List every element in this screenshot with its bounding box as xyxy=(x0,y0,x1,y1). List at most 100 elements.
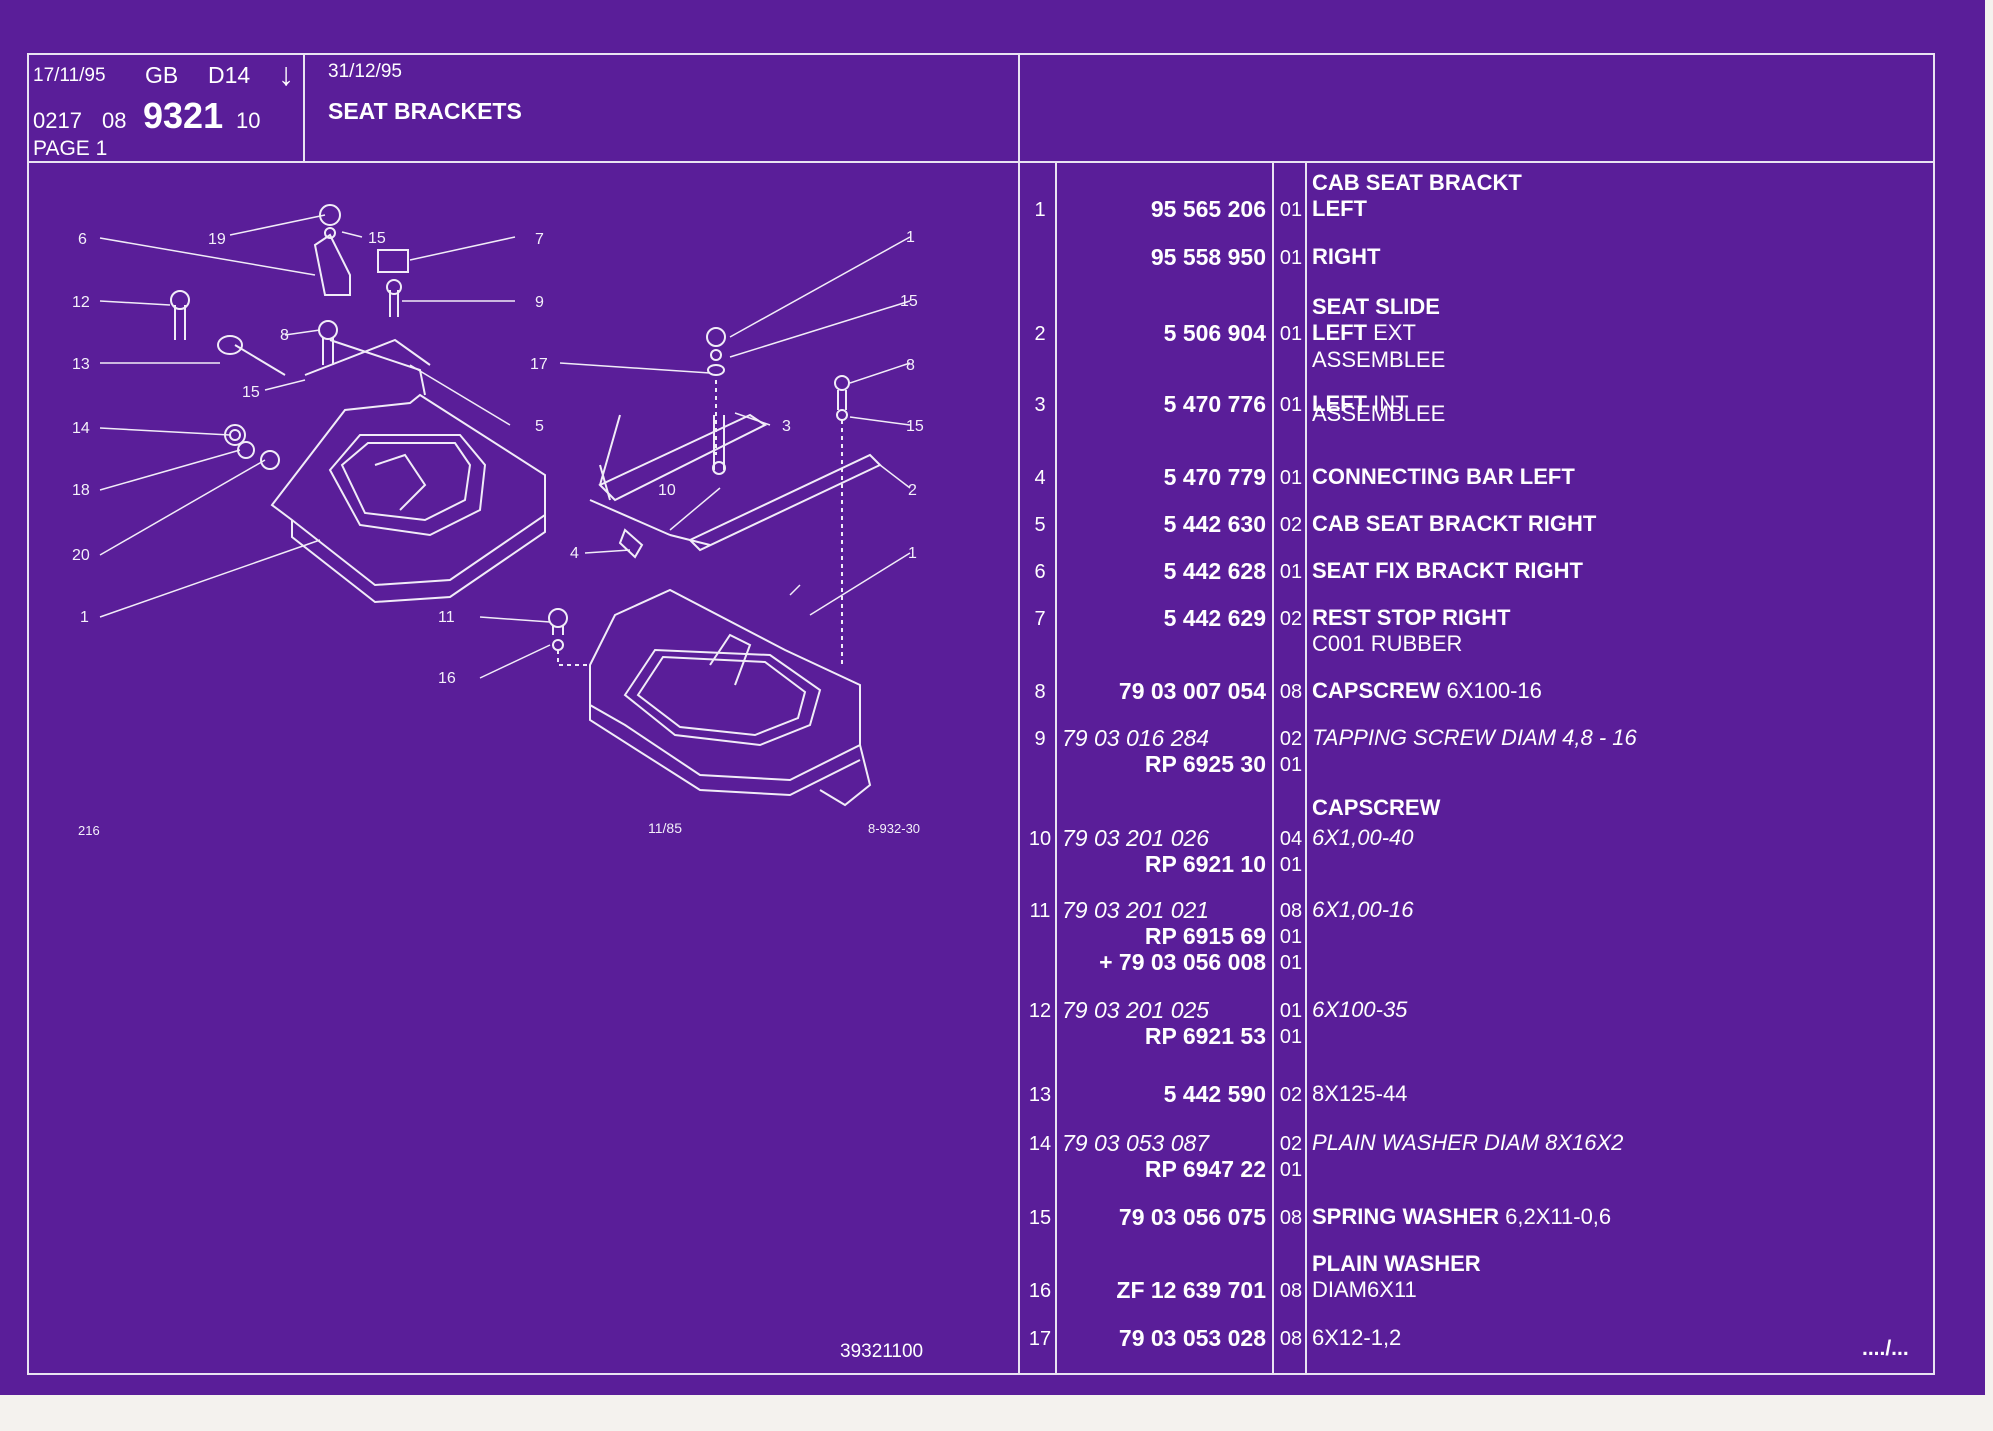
part-description: 6X1,00-40 xyxy=(1312,827,1414,849)
description-segment: INT xyxy=(1367,391,1409,416)
list-col-divider-pn xyxy=(1272,161,1274,1373)
diagram-label: 5 xyxy=(535,418,544,435)
item-number: 10 xyxy=(1028,828,1052,850)
part-description: 6X100-35 xyxy=(1312,999,1407,1021)
part-description: SPRING WASHER 6,2X11-0,6 xyxy=(1312,1206,1611,1228)
part-number: + 79 03 056 008 xyxy=(1099,949,1266,975)
diagram-label: 20 xyxy=(72,547,90,564)
description-segment: 6X100-16 xyxy=(1440,678,1542,703)
part-description: PLAIN WASHER DIAM 8X16X2 xyxy=(1312,1132,1623,1154)
part-number: 79 03 201 026 xyxy=(1062,825,1210,851)
quantity: 01 xyxy=(1279,754,1303,776)
quantity: 01 xyxy=(1279,1000,1303,1022)
part-description: ASSEMBLEE xyxy=(1312,349,1445,371)
diagram-label: 8 xyxy=(906,357,915,374)
description-segment: CONNECTING BAR LEFT xyxy=(1312,464,1575,489)
footer-ref: 39321100 xyxy=(840,1341,924,1362)
quantity: 02 xyxy=(1279,1084,1303,1106)
diagram-label: 9 xyxy=(535,294,544,311)
part-description: 8X125-44 xyxy=(1312,1083,1407,1105)
quantity: 01 xyxy=(1279,561,1303,583)
description-segment: EXT xyxy=(1367,320,1416,345)
part-description: 6X1,00-16 xyxy=(1312,899,1414,921)
item-number: 1 xyxy=(1034,199,1046,221)
description-segment: 6X1,00-16 xyxy=(1312,897,1414,922)
description-segment: CAPSCREW xyxy=(1312,678,1441,703)
description-segment: CAB SEAT BRACKT RIGHT xyxy=(1312,511,1597,536)
description-segment: LEFT xyxy=(1312,320,1367,345)
part-number: RP 6925 30 xyxy=(1144,751,1266,777)
description-segment: LEFT xyxy=(1312,196,1367,221)
part-description: LEFT INT xyxy=(1312,393,1409,415)
item-number: 14 xyxy=(1028,1133,1052,1155)
header-lang: GB xyxy=(145,62,179,88)
description-segment: ASSEMBLEE xyxy=(1312,347,1446,372)
part-number: 5 442 590 xyxy=(1163,1081,1266,1107)
header-ref-b: 08 xyxy=(102,108,127,133)
diagram-label: 11 xyxy=(438,609,455,626)
header-ref-a: 0217 xyxy=(33,108,82,133)
description-segment: LEFT xyxy=(1312,391,1367,416)
header-ref-main: 9321 xyxy=(143,95,224,136)
parts-sheet: 17/11/95 GB D14 ↓ 0217 08 9321 10 PAGE 1… xyxy=(0,0,1985,1395)
header-date2: 31/12/95 xyxy=(328,61,402,82)
part-number: 5 442 629 xyxy=(1163,605,1266,631)
diagram-label: 15 xyxy=(906,418,924,435)
item-number: 2 xyxy=(1034,323,1046,345)
quantity: 01 xyxy=(1279,1159,1303,1181)
quantity: 01 xyxy=(1279,952,1303,974)
part-number: 79 03 053 028 xyxy=(1118,1325,1266,1351)
part-number: 79 03 016 284 xyxy=(1062,725,1210,751)
part-number: ZF 12 639 701 xyxy=(1116,1277,1266,1303)
item-number: 9 xyxy=(1034,728,1046,750)
part-description: REST STOP RIGHT xyxy=(1312,607,1510,629)
quantity: 04 xyxy=(1279,828,1303,850)
outer-frame xyxy=(27,53,1935,1375)
diagram-label: 15 xyxy=(242,384,260,401)
part-description: ASSEMBLEE xyxy=(1312,403,1445,425)
part-number: RP 6915 69 xyxy=(1144,923,1266,949)
diagram-label: 2 xyxy=(908,482,917,499)
description-segment: TAPPING SCREW DIAM 4,8 - 16 xyxy=(1312,725,1637,750)
item-number: 7 xyxy=(1034,608,1046,630)
header-ref-c: 10 xyxy=(236,108,261,133)
diagram-date: 11/85 xyxy=(648,820,682,836)
item-number: 12 xyxy=(1028,1000,1052,1022)
quantity: 01 xyxy=(1279,1026,1303,1048)
header-date: 17/11/95 xyxy=(33,65,106,86)
item-number: 16 xyxy=(1028,1280,1052,1302)
item-number: 4 xyxy=(1034,467,1046,489)
item-number: 8 xyxy=(1034,681,1046,703)
list-col-divider-qty xyxy=(1305,161,1307,1373)
quantity: 01 xyxy=(1279,247,1303,269)
page-title: SEAT BRACKETS xyxy=(328,98,522,124)
quantity: 01 xyxy=(1279,199,1303,221)
list-col-divider-num xyxy=(1055,161,1057,1373)
item-number: 17 xyxy=(1028,1328,1052,1350)
diagram-label: 1 xyxy=(80,609,89,626)
part-number: RP 6947 22 xyxy=(1144,1156,1266,1182)
description-segment: DIAM6X11 xyxy=(1312,1277,1417,1302)
part-description: CAPSCREW xyxy=(1312,797,1440,819)
item-number: 13 xyxy=(1028,1084,1052,1106)
part-number: RP 6921 53 xyxy=(1144,1023,1266,1049)
quantity: 08 xyxy=(1279,1280,1303,1302)
header-cell-divider xyxy=(303,53,305,163)
seat-slide-left xyxy=(598,413,767,502)
part-number: 5 506 904 xyxy=(1163,320,1266,346)
quantity: 01 xyxy=(1279,323,1303,345)
description-segment: SEAT FIX BRACKT RIGHT xyxy=(1312,558,1583,583)
description-segment: PLAIN WASHER xyxy=(1312,1251,1481,1276)
diagram-label: 17 xyxy=(530,356,548,373)
description-segment: 6X1,00-40 xyxy=(1312,825,1414,850)
item-number: 5 xyxy=(1034,514,1046,536)
description-segment: 8X125-44 xyxy=(1312,1081,1408,1106)
diagram-list-divider xyxy=(1018,53,1020,1373)
description-segment: CAPSCREW xyxy=(1312,795,1441,820)
description-segment: CAB SEAT BRACKT xyxy=(1312,170,1522,195)
description-segment: 6X12-1,2 xyxy=(1312,1325,1402,1350)
quantity: 08 xyxy=(1279,1328,1303,1350)
part-number: 79 03 201 025 xyxy=(1062,997,1210,1023)
diagram-label: 13 xyxy=(72,356,90,373)
